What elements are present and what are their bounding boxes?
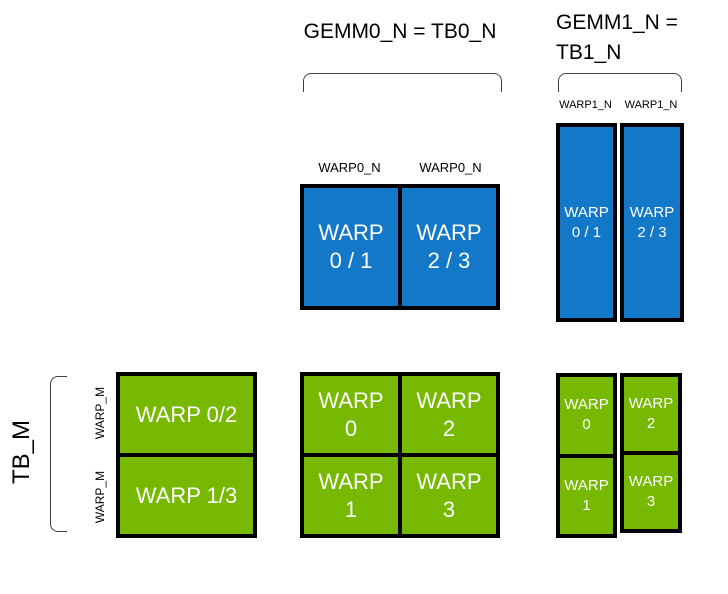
- warp-cell-line: WARP: [628, 395, 674, 412]
- warp-cell-0-2: WARP 0/2: [120, 376, 253, 457]
- warp-cell-1: WARP 1: [304, 457, 398, 534]
- warp-cell-line: 1: [344, 496, 358, 522]
- gemm1-n-bracket: [558, 73, 682, 92]
- warp-cell-line: WARP: [416, 468, 482, 494]
- warp-m-label-top: WARP_M: [93, 386, 107, 440]
- warp1-n-label-right: WARP1_N: [624, 99, 678, 111]
- warp-cell-line: 1: [582, 496, 591, 514]
- warp-cell-line: WARP: [416, 387, 482, 413]
- warp-cell-line: WARP 1/3: [135, 482, 238, 508]
- warp-cell-line: WARP: [318, 220, 384, 245]
- gemm1-warp-tile-col1: WARP 2 / 3: [620, 123, 684, 322]
- warp-cell-line: WARP: [318, 468, 384, 494]
- gemm0-warp-tile: WARP 0 / 1 WARP 2 / 3: [300, 184, 500, 310]
- warp-cell-2-3: WARP 2 / 3: [624, 127, 680, 318]
- warp-cell-line: 2 / 3: [427, 248, 471, 273]
- tb-m-label: TB_M: [8, 420, 35, 485]
- warp-cell-line: 3: [442, 496, 456, 522]
- warp-cell-line: 0 / 1: [329, 248, 373, 273]
- gemm1-n-title-line1: GEMM1_N =: [556, 11, 678, 34]
- warp-cell-0-1: WARP 0 / 1: [304, 188, 402, 306]
- tb-m-bracket: [50, 376, 67, 532]
- gemm0-n-bracket: [303, 73, 502, 92]
- warp-cell-2: WARP 2: [402, 376, 496, 453]
- gemm1-n-title-line2: TB1_N: [556, 41, 622, 64]
- warp-cell-line: WARP: [628, 473, 674, 490]
- warp-cell-line: 3: [646, 493, 656, 510]
- warp-cell-1: WARP 1: [560, 457, 613, 534]
- warp-cell-line: 2: [442, 415, 456, 441]
- warp0-n-label-left: WARP0_N: [318, 160, 381, 175]
- warp-cell-1-3: WARP 1/3: [120, 457, 253, 534]
- warp-cell-line: WARP: [416, 220, 482, 245]
- gemm0-accumulator-tile: WARP 0 WARP 2 WARP 1 WARP 3: [300, 372, 500, 538]
- warp-cell-line: WARP: [564, 203, 609, 221]
- warp-cell-line: 2 / 3: [637, 223, 667, 241]
- warp1-n-label-left: WARP1_N: [559, 99, 612, 111]
- tb-m-warp-tile: WARP 0/2 WARP 1/3: [116, 372, 257, 538]
- warp-cell-line: 0: [582, 416, 591, 434]
- warp-cell-line: WARP: [564, 476, 609, 494]
- gemm1-warp-tile-col0: WARP 0 / 1: [556, 123, 617, 322]
- warp-cell-line: WARP: [629, 203, 675, 221]
- warp-cell-2: WARP 2: [624, 377, 678, 455]
- gemm1-accumulator-tile-col1: WARP 2 WARP 3: [620, 373, 682, 533]
- warp-cell-2-3: WARP 2 / 3: [402, 188, 496, 306]
- warp-cell-line: WARP: [564, 396, 609, 414]
- warp-cell-3: WARP 3: [624, 455, 678, 529]
- gemm0-n-title: GEMM0_N = TB0_N: [303, 20, 497, 43]
- warp-cell-line: WARP: [318, 387, 384, 413]
- warp-cell-0: WARP 0: [560, 377, 613, 458]
- gemm1-accumulator-tile-col0: WARP 0 WARP 1: [556, 373, 617, 538]
- warp-cell-line: 2: [646, 415, 656, 432]
- warp-cell-3: WARP 3: [402, 457, 496, 534]
- warp-cell-line: 0 / 1: [571, 223, 602, 241]
- gemm1-n-title: GEMM1_N = TB1_N: [556, 8, 696, 68]
- warp-cell-line: WARP 0/2: [135, 401, 238, 427]
- warp-cell-line: 0: [344, 415, 358, 441]
- warp-cell-0: WARP 0: [304, 376, 398, 453]
- warp-m-label-bottom: WARP_M: [93, 470, 107, 524]
- warp0-n-label-right: WARP0_N: [419, 160, 482, 175]
- warp-cell-0-1: WARP 0 / 1: [560, 127, 613, 318]
